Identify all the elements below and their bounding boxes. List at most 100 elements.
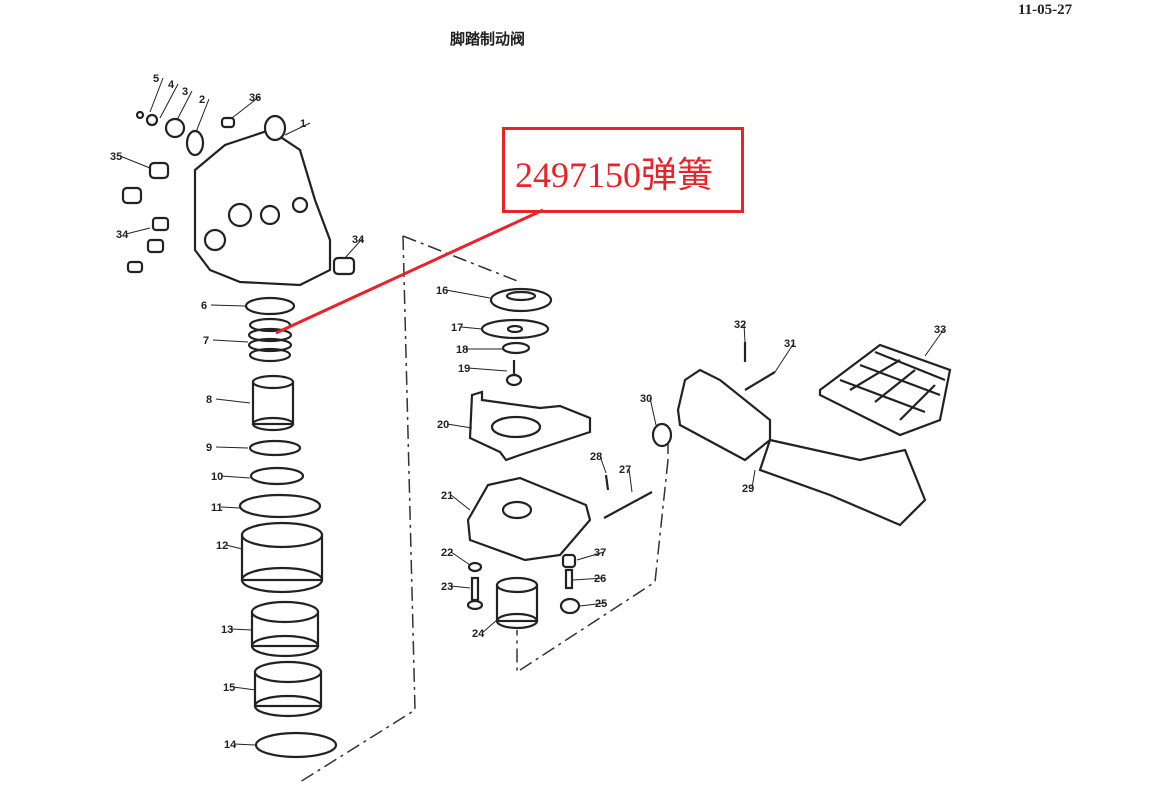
label-leader-line: [628, 468, 633, 493]
label-leader-line: [212, 339, 249, 343]
part-number-label: 23: [441, 581, 453, 593]
label-leader-line: [572, 577, 605, 581]
part-number-label: 26: [594, 573, 606, 585]
part-number-label: 33: [934, 324, 946, 336]
label-leader-line: [125, 227, 151, 235]
small-fittings: [121, 110, 356, 276]
nut-25: [559, 597, 581, 615]
spring-7: [247, 317, 293, 363]
pin-31: [744, 371, 776, 391]
label-leader-line: [599, 455, 607, 474]
part-number-label: 31: [784, 338, 796, 350]
part-number-label: 29: [742, 483, 754, 495]
o-ring-9: [248, 439, 302, 457]
label-leader-line: [576, 551, 605, 561]
nut-37: [561, 553, 577, 569]
part-number-label: 17: [451, 322, 463, 334]
part-number-label: 10: [211, 471, 223, 483]
part-number-label: 4: [168, 79, 175, 91]
bolt-23: [466, 576, 484, 611]
part-number-label: 7: [203, 335, 209, 347]
label-leader-line: [445, 289, 491, 299]
label-leader-line: [225, 544, 243, 550]
o-ring-11: [238, 493, 322, 519]
piston-8: [251, 374, 295, 432]
label-leader-line: [220, 475, 251, 479]
label-leader-line: [743, 323, 746, 343]
part-number-label: 32: [734, 319, 746, 331]
part-number-label: 34: [352, 234, 365, 246]
bushing-30: [651, 422, 673, 448]
page-title: 脚踏制动阀: [450, 30, 526, 48]
part-number-label: 34: [116, 229, 129, 241]
label-leader-line: [215, 398, 251, 404]
part-number-label: 27: [619, 464, 631, 476]
label-leader-line: [774, 342, 795, 373]
label-leader-line: [284, 122, 311, 136]
label-leader-line: [215, 446, 249, 449]
callout-leader-line: [275, 208, 544, 335]
part-number-label: 9: [206, 442, 212, 454]
page-code: 11-05-27: [1018, 2, 1073, 18]
part-number-label: 6: [201, 300, 207, 312]
part-number-label: 11: [211, 502, 223, 514]
label-leader-line: [446, 423, 473, 429]
cap-16: [489, 287, 553, 313]
part-number-label: 30: [640, 393, 652, 405]
callout-box: 2497150弹簧: [502, 127, 744, 213]
gasket-20: [468, 390, 592, 462]
bolt-19: [505, 360, 523, 387]
part-number-label: 1: [300, 118, 306, 130]
part-number-label: 14: [224, 739, 237, 751]
part-number-label: 13: [221, 624, 233, 636]
valve-body-part: [193, 114, 332, 287]
part-number-label: 37: [594, 547, 606, 559]
part-number-label: 24: [472, 628, 485, 640]
label-leader-line: [232, 686, 257, 691]
ring-10: [249, 466, 305, 486]
diaphragm-17: [480, 318, 550, 340]
part-number-label: 35: [110, 151, 122, 163]
washer-18: [501, 341, 531, 355]
label-leader-line: [649, 397, 657, 426]
o-ring-14: [254, 731, 338, 759]
bolt-26: [564, 568, 574, 590]
part-number-label: 12: [216, 540, 228, 552]
part-number-label: 2: [199, 94, 205, 106]
label-leader-line: [195, 98, 210, 133]
part-number-label: 5: [153, 73, 159, 85]
seal-6: [244, 296, 296, 316]
callout-text: 2497150弹簧: [515, 155, 714, 195]
part-number-label: 18: [456, 344, 468, 356]
pin-28: [604, 474, 610, 491]
part-number-label: 15: [223, 682, 235, 694]
label-leader-line: [751, 469, 756, 489]
piston-13: [250, 600, 320, 658]
label-leader-line: [176, 90, 193, 121]
part-number-label: 25: [595, 598, 607, 610]
part-number-label: 28: [590, 451, 602, 463]
part-number-label: 8: [206, 394, 212, 406]
label-leader-line: [344, 238, 363, 259]
part-number-label: 19: [458, 363, 470, 375]
label-leader-line: [450, 494, 471, 511]
label-leader-line: [481, 619, 498, 634]
washer-22: [467, 561, 483, 573]
label-leader-line: [210, 304, 246, 307]
assembly-guide-line: [402, 235, 669, 674]
label-leader-line: [924, 328, 945, 357]
part-number-label: 36: [249, 92, 261, 104]
label-leader-line: [460, 326, 483, 330]
label-leader-line: [149, 77, 164, 113]
pin-27: [603, 491, 653, 519]
label-leader-line: [231, 96, 260, 119]
pedal-pad-33: [818, 343, 952, 437]
cage-15: [253, 660, 323, 718]
label-leader-line: [467, 367, 508, 372]
label-leader-line: [220, 506, 241, 509]
bushing-24: [495, 576, 539, 630]
label-leader-line: [119, 155, 151, 169]
pedal-arm-29: [676, 368, 927, 527]
